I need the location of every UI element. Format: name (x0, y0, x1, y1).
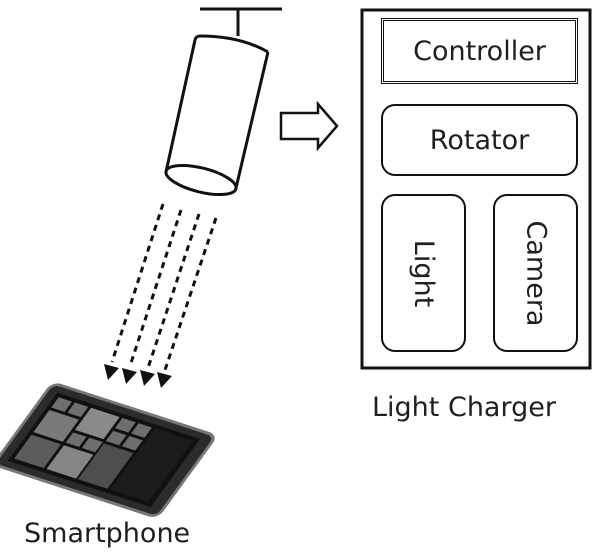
beam-line-1 (110, 203, 165, 363)
beam-line-2 (128, 209, 183, 367)
beam-line-4 (163, 217, 218, 371)
arrowhead-icon (157, 372, 172, 388)
controller-label: Controller (413, 35, 546, 67)
light-beam-arrows (110, 203, 218, 371)
rotator-label: Rotator (429, 124, 530, 156)
rotator-box: Rotator (381, 104, 578, 176)
beam-line-3 (146, 213, 201, 369)
smartphone-icon (0, 383, 215, 517)
controller-box: Controller (381, 18, 578, 84)
beam-arrowheads (104, 364, 172, 388)
arrowhead-icon (104, 364, 119, 380)
light-charger-label: Light Charger (372, 392, 556, 423)
light-label: Light (407, 239, 439, 307)
flow-arrow-right-icon (279, 100, 339, 152)
lamp-icon (164, 34, 270, 197)
light-charger-frame (360, 8, 592, 370)
light-box: Light (381, 194, 466, 352)
smartphone-label: Smartphone (24, 518, 191, 549)
arrowhead-icon (140, 370, 155, 386)
arrowhead-icon (122, 368, 137, 384)
camera-label: Camera (520, 220, 551, 326)
camera-box: Camera (493, 194, 578, 352)
